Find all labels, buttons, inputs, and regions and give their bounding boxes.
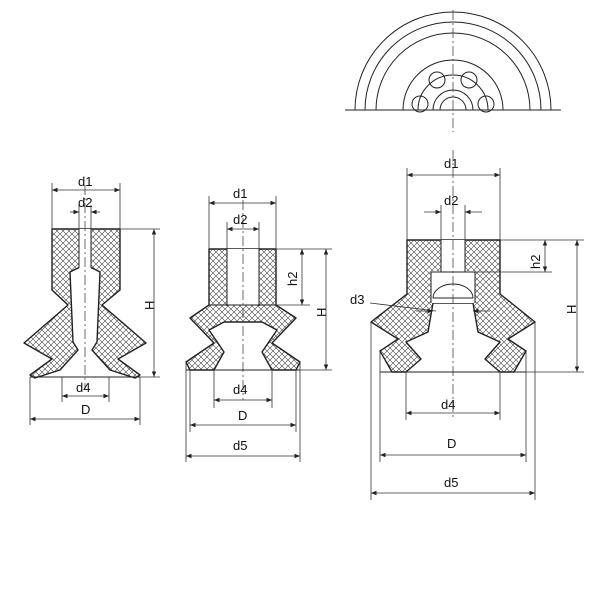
top-view-semicircle [345,10,561,132]
middle-suction-cup: d1 d2 h2 H d4 D d5 [185,186,332,462]
right-label-d4: d4 [441,397,455,412]
left-label-d4: d4 [76,380,90,395]
right-label-d1: d1 [444,156,458,171]
middle-label-d5: d5 [233,438,247,453]
middle-label-d2: d2 [233,212,247,227]
right-label-d2: d2 [444,193,458,208]
right-label-d5: d5 [444,475,458,490]
left-label-H: H [142,301,157,310]
middle-label-d1: d1 [233,186,247,201]
left-suction-cup: d1 d2 H d4 D [23,174,160,425]
right-suction-cup: d1 d2 h2 H d3 d4 D d5 [350,150,584,500]
right-label-D: D [447,436,456,451]
left-cup-body [23,228,147,379]
right-label-H: H [564,305,579,314]
middle-label-h2: h2 [285,272,300,286]
middle-label-d4: d4 [233,382,247,397]
right-label-d3: d3 [350,292,364,307]
middle-label-H: H [314,308,329,317]
left-label-D: D [81,402,90,417]
left-label-d2: d2 [78,195,92,210]
middle-label-D: D [238,408,247,423]
left-label-d1: d1 [78,174,92,189]
right-label-h2: h2 [528,255,543,269]
